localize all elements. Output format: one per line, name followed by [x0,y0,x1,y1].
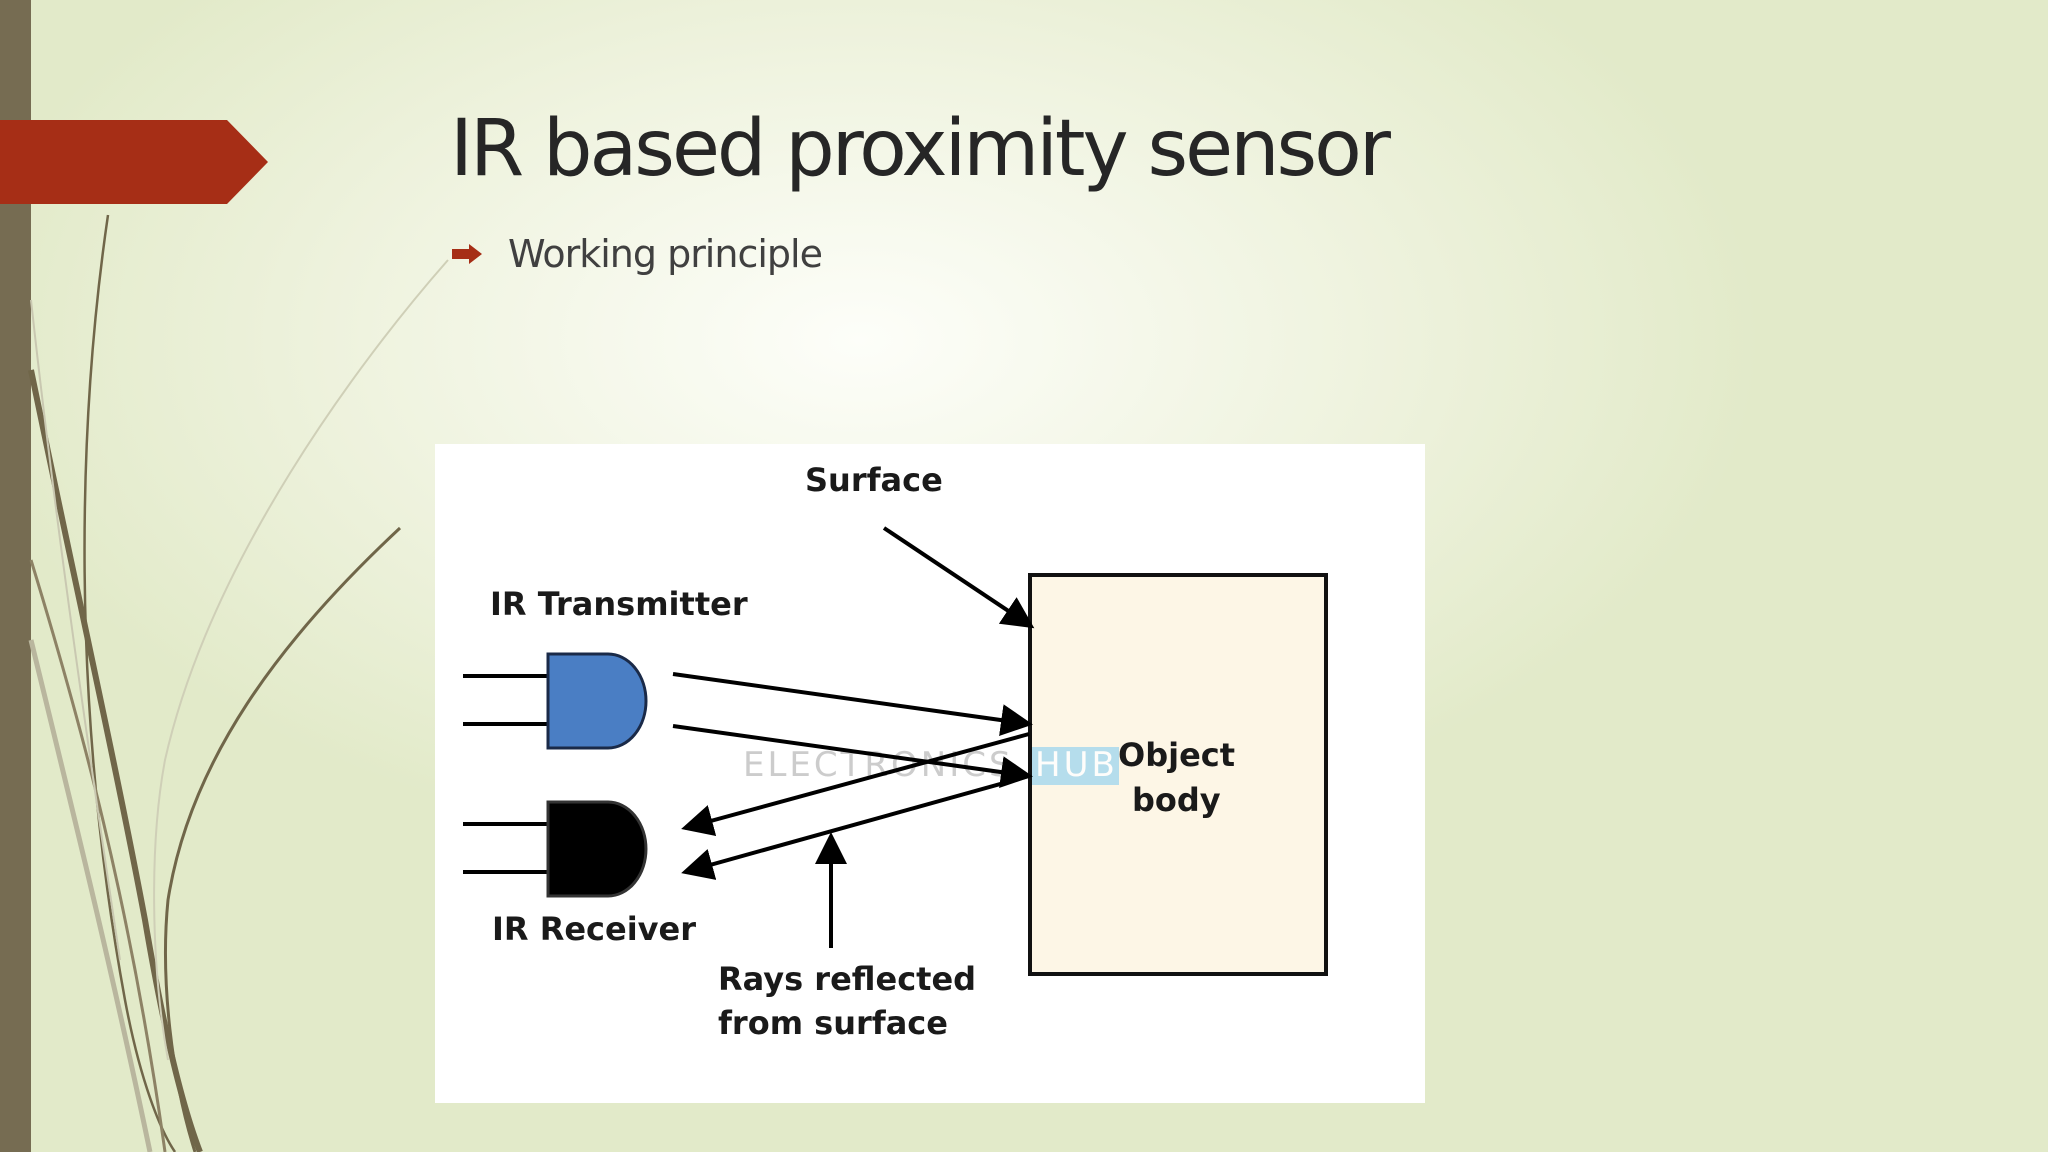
watermark: ELECTRONICS HUB [743,745,1119,785]
ir-receiver-symbol [463,800,648,898]
rays-label-line1: Rays reflected [718,960,976,998]
object-label-line2: body [1132,781,1221,819]
decorative-curves [28,214,449,1152]
watermark-text-2: HUB [1035,745,1118,785]
reflected-ray-1 [681,732,1030,837]
surface-pointer-arrow [882,526,1035,629]
title-accent-arrow [0,120,268,204]
reflected-ray-2 [681,774,1030,880]
emitted-ray-1 [672,672,1033,736]
arrow-bullet-icon [452,244,482,264]
rays-label-line2: from surface [718,1004,948,1042]
diagram-canvas: ELECTRONICS HUB Surface IR Transmitt [463,461,1328,1042]
ir-transmitter-symbol [463,652,648,750]
bullet-item: Working principle [452,232,823,276]
slide-title: IR based proximity sensor [450,104,1391,194]
object-label-line1: Object [1118,736,1235,774]
ir-transmitter-label: IR Transmitter [490,585,748,623]
bullet-text: Working principle [508,232,823,276]
surface-label: Surface [805,461,943,499]
ir-sensor-diagram: ELECTRONICS HUB Surface IR Transmitt [435,444,1425,1103]
ir-receiver-label: IR Receiver [492,910,696,948]
ray-arrows [672,526,1035,948]
watermark-box [1032,747,1119,785]
emitted-ray-2 [672,724,1033,788]
